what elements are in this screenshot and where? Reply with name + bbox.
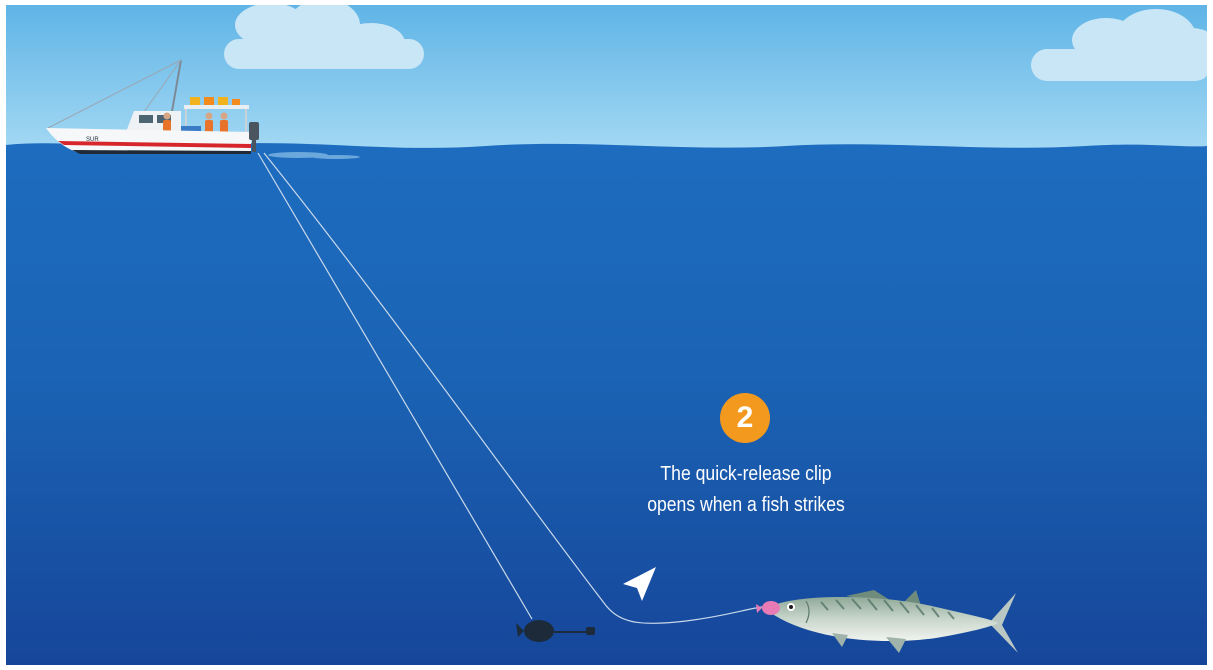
scene-svg: SUR: [6, 5, 1207, 665]
caption-line-1: The quick-release clip: [614, 459, 878, 490]
svg-text:SUR: SUR: [86, 137, 99, 143]
caption-line-2: opens when a fish strikes: [614, 490, 878, 521]
step-number-badge: 2: [720, 393, 770, 443]
sea: [6, 143, 1207, 665]
illustration: SUR: [6, 5, 1207, 665]
step-caption: The quick-release clip opens when a fish…: [614, 459, 878, 521]
